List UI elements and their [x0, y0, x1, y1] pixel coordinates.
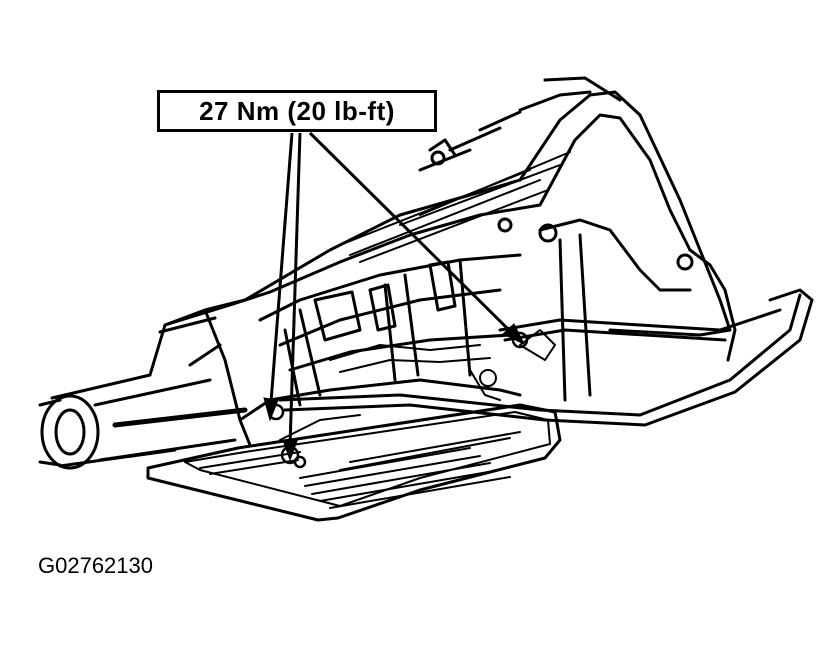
oil-pan-ribs	[199, 431, 521, 509]
oil-pan-outline	[146, 403, 562, 522]
cooler-lines	[278, 288, 814, 427]
case-ribs	[339, 151, 571, 263]
torque-spec-label: 27 Nm (20 lb-ft)	[199, 95, 395, 126]
oil-pan-rim	[184, 411, 551, 507]
bell-housing	[418, 76, 737, 402]
transmission-case	[238, 178, 542, 422]
torque-callout-box: 27 Nm (20 lb-ft)	[157, 90, 437, 132]
wiring-harness	[279, 329, 556, 441]
extension-housing	[148, 290, 272, 447]
output-shaft	[38, 373, 248, 470]
figure-id: G02762130	[38, 553, 153, 578]
leader-arrows	[263, 131, 526, 462]
